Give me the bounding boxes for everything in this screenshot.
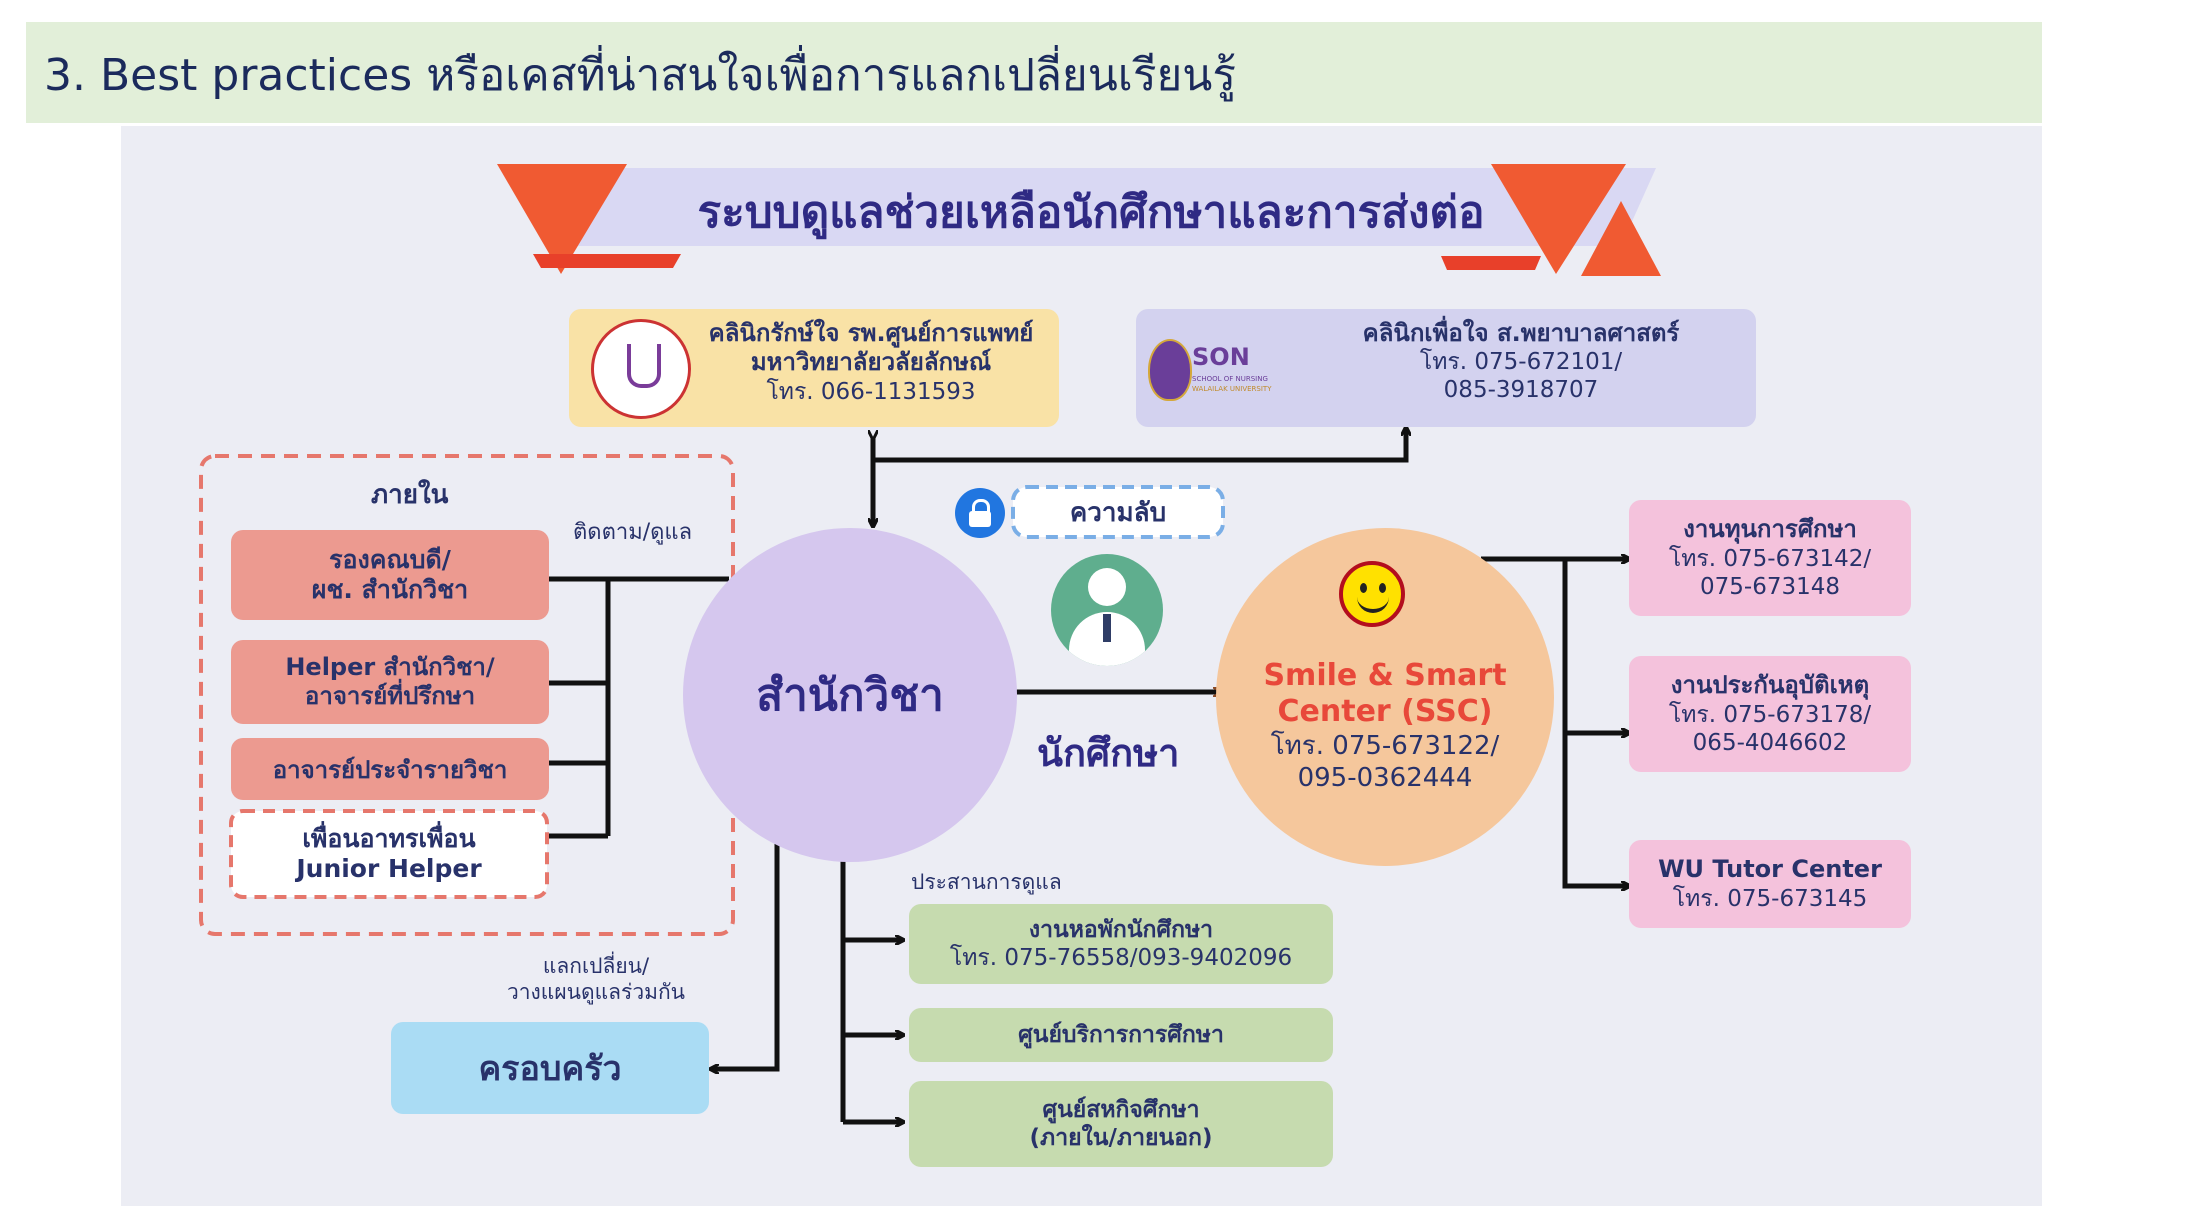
- tutor-phone: โทร. 075-673145: [1672, 885, 1868, 912]
- tutor-title: WU Tutor Center: [1658, 855, 1882, 884]
- scholarship-title: งานทุนการศึกษา: [1683, 515, 1857, 544]
- lock-icon: [955, 488, 1005, 538]
- scholarship-phone1: โทร. 075-673142/: [1668, 545, 1872, 572]
- coordinate-label: ประสานการดูแล: [911, 870, 1062, 894]
- edu-service-box: ศูนย์บริการการศึกษา: [909, 1008, 1333, 1062]
- banner-band: [511, 168, 1656, 246]
- insurance-box: งานประกันอุบัติเหตุ โทร. 075-673178/ 065…: [1629, 656, 1911, 772]
- coop-line2: (ภายใน/ภายนอก): [1029, 1125, 1213, 1151]
- clinic-hospital-phone: โทร. 066-1131593: [766, 378, 976, 405]
- internal-title: ภายใน: [371, 480, 449, 510]
- peer-box-border: [229, 809, 549, 899]
- internal-region-border: [199, 454, 735, 936]
- diagram-connectors: [199, 164, 1661, 1206]
- section-header: 3. Best practices หรือเคสที่น่าสนใจเพื่อ…: [26, 22, 2042, 123]
- insurance-title: งานประกันอุบัติเหตุ: [1670, 671, 1870, 700]
- peer-helper-box: เพื่อนอาทรเพื่อน Junior Helper: [231, 811, 547, 897]
- banner-decoration: [497, 164, 1661, 276]
- section-title: 3. Best practices หรือเคสที่น่าสนใจเพื่อ…: [44, 50, 1236, 101]
- peer-line1: เพื่อนอาทรเพื่อน: [302, 823, 476, 853]
- helper-advisor-box: Helper สำนักวิชา/ อาจารย์ที่ปรึกษา: [231, 640, 549, 724]
- helper-line1: Helper สำนักวิชา/: [285, 652, 495, 681]
- family-label-line2: วางแผนดูแลร่วมกัน: [506, 980, 686, 1004]
- banner-left-triangle: [497, 164, 627, 274]
- family-label-line1: แลกเปลี่ยน/: [542, 954, 650, 979]
- ssc-line2: Center (SSC): [1277, 694, 1493, 730]
- clinic-nursing-name: คลินิกเพื่อใจ ส.พยาบาลศาสตร์: [1362, 319, 1680, 347]
- insurance-phone2: 065-4046602: [1692, 729, 1848, 756]
- dorm-phone: โทร. 075-76558/093-9402096: [949, 945, 1293, 971]
- dorm-title: งานหอพักนักศึกษา: [1028, 916, 1214, 943]
- nursing-logo-sub2: WALAILAK UNIVERSITY: [1192, 385, 1272, 393]
- banner-title: ระบบดูแลช่วยเหลือนักศึกษาและการส่งต่อ: [697, 187, 1485, 238]
- course-teacher-box: อาจารย์ประจำรายวิชา: [231, 738, 549, 800]
- nursing-logo: SON SCHOOL OF NURSING WALAILAK UNIVERSIT…: [1148, 329, 1288, 409]
- clinic-hospital-name: คลินิกรักษ์ใจ รพ.ศูนย์การแพทย์: [708, 319, 1034, 347]
- tutor-center-box: WU Tutor Center โทร. 075-673145: [1629, 840, 1911, 928]
- clinic-hospital-card: คลินิกรักษ์ใจ รพ.ศูนย์การแพทย์ มหาวิทยาล…: [569, 309, 1059, 427]
- clinic-hospital-university: มหาวิทยาลัยวลัยลักษณ์: [750, 348, 992, 377]
- banner-right-triangle: [1491, 164, 1626, 274]
- ssc-line1: Smile & Smart: [1263, 657, 1507, 693]
- school-circle: สำนักวิชา: [683, 528, 1017, 862]
- family-box: ครอบครัว: [391, 1022, 709, 1114]
- hospital-logo-icon: [591, 319, 691, 419]
- insurance-phone1: โทร. 075-673178/: [1668, 701, 1872, 728]
- nursing-logo-text: SON: [1192, 343, 1250, 371]
- connector-family: [711, 841, 780, 1069]
- nursing-logo-sub1: SCHOOL OF NURSING: [1192, 375, 1268, 383]
- peer-line2: Junior Helper: [296, 854, 482, 883]
- deputy-line2: ผช. สำนักวิชา: [311, 575, 469, 604]
- deputy-line1: รองคณบดี/: [329, 544, 451, 574]
- coop-line1: ศูนย์สหกิจศึกษา: [1042, 1096, 1200, 1123]
- banner-right-small-triangle: [1581, 201, 1661, 276]
- connector-nursing-clinic: [873, 428, 1406, 463]
- family-exchange-label: แลกเปลี่ยน/ วางแผนดูแลร่วมกัน: [491, 952, 701, 1008]
- clinic-nursing-phone2: 085-3918707: [1443, 377, 1599, 404]
- helper-line2: อาจารย์ที่ปรึกษา: [304, 682, 476, 710]
- diagram-panel: ระบบดูแลช่วยเหลือนักศึกษาและการส่งต่อ คล…: [121, 126, 2042, 1206]
- banner-right-stripe: [1441, 256, 1541, 270]
- clinic-nursing-card: SON SCHOOL OF NURSING WALAILAK UNIVERSIT…: [1136, 309, 1756, 427]
- scholarship-box: งานทุนการศึกษา โทร. 075-673142/ 075-6731…: [1629, 500, 1911, 616]
- student-icon: [1051, 554, 1163, 666]
- ssc-phone2: 095-0362444: [1297, 762, 1473, 793]
- connector-tutor: [1481, 556, 1629, 886]
- nursing-emblem-icon: [1148, 339, 1192, 401]
- ssc-phone1: โทร. 075-673122/: [1270, 730, 1500, 761]
- follow-label: ติดตาม/ดูแล: [573, 520, 693, 545]
- clinic-nursing-phone1: โทร. 075-672101/: [1419, 349, 1623, 376]
- deputy-dean-box: รองคณบดี/ ผช. สำนักวิชา: [231, 530, 549, 620]
- confidential-border: [1011, 485, 1225, 539]
- banner-left-stripe: [533, 254, 681, 268]
- student-label: นักศึกษา: [1037, 731, 1180, 775]
- dorm-box: งานหอพักนักศึกษา โทร. 075-76558/093-9402…: [909, 904, 1333, 984]
- smiley-logo-icon: [1339, 561, 1405, 627]
- scholarship-phone2: 075-673148: [1700, 573, 1840, 600]
- confidential-label: ความลับ: [1069, 497, 1167, 528]
- coop-box: ศูนย์สหกิจศึกษา (ภายใน/ภายนอก): [909, 1081, 1333, 1167]
